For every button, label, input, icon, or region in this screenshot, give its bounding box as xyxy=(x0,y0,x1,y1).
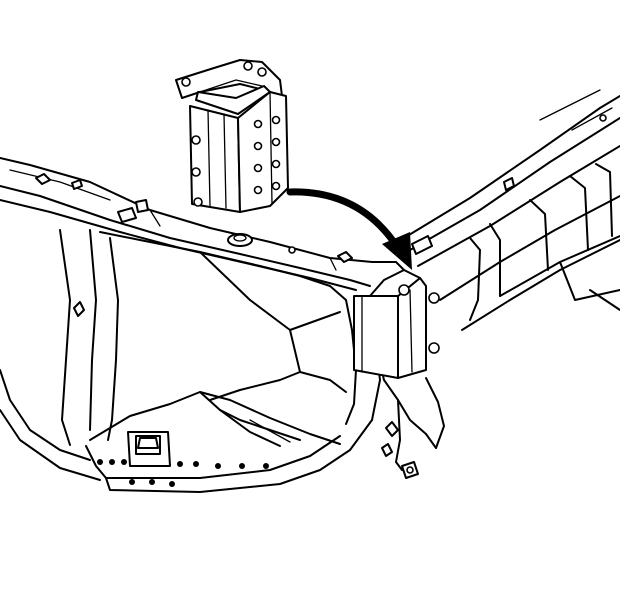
mounting-bolt xyxy=(117,199,419,479)
radiator-support-panel xyxy=(0,157,445,493)
inner-fender-panel xyxy=(403,89,620,331)
support-bracket-installed xyxy=(353,269,440,379)
install-direction-arrow xyxy=(286,188,412,270)
support-bracket-new xyxy=(175,59,289,213)
